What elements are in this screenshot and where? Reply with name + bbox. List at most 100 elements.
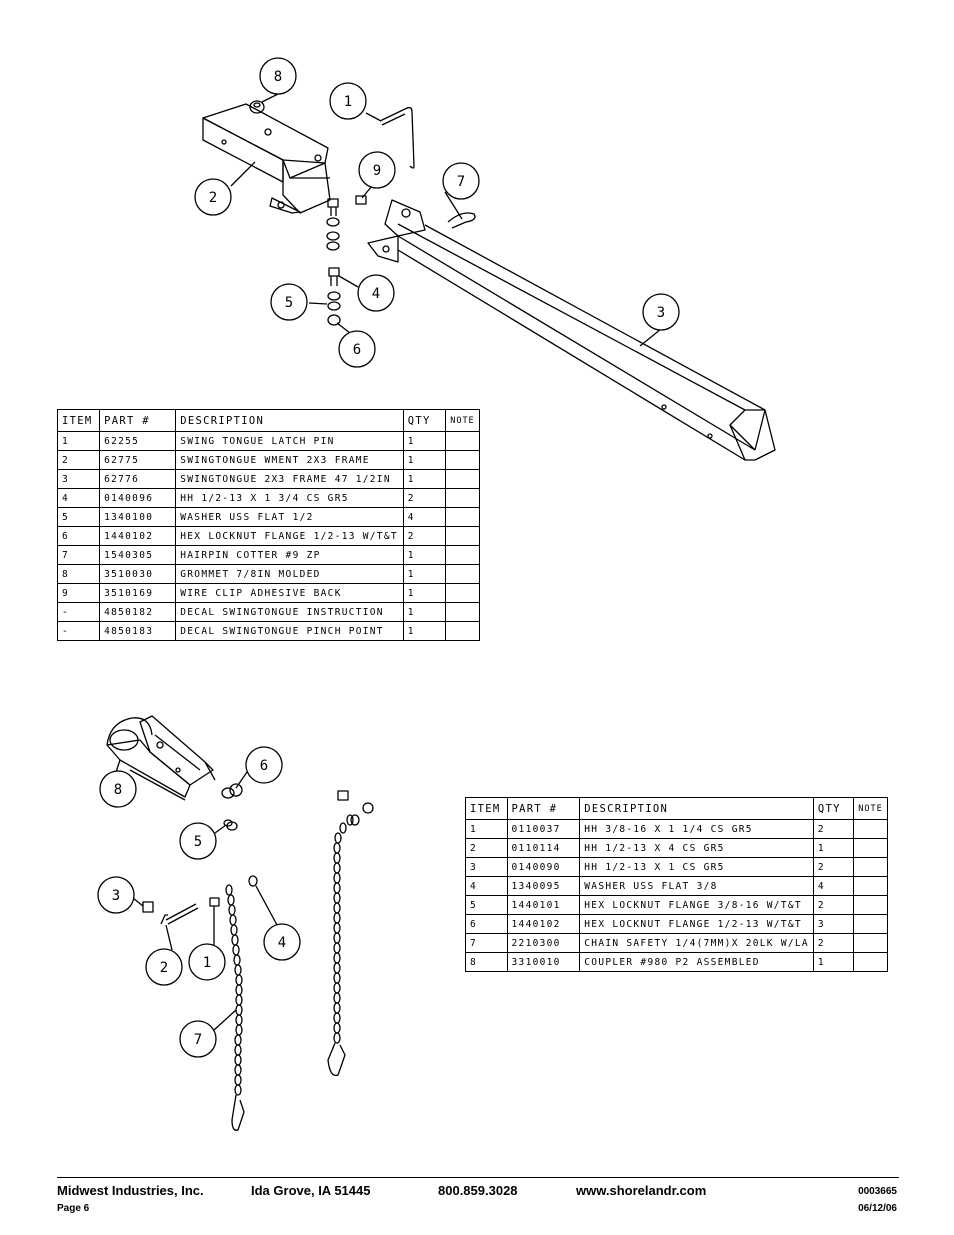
callout-9: 9 [373,163,381,179]
swing-tongue-tube [367,199,776,461]
swing-tongue-frame-weldment [202,103,331,214]
callout-2-lower: 2 [160,960,168,976]
callout-5: 5 [285,295,293,311]
cell-item: 6 [465,914,508,934]
cell-note [444,469,481,489]
cell-note [853,952,888,972]
header-description: DESCRIPTION [579,797,814,820]
cell-item: - [56,602,101,622]
callout-6-lower: 6 [260,758,268,774]
cell-part-number: 62255 [99,431,177,451]
footer-company: Midwest Industries, Inc. [57,1183,204,1198]
cell-description: HEX LOCKNUT FLANGE 1/2-13 W/T&T [175,526,404,546]
cell-part-number: 1440102 [506,914,581,934]
cell-item: 9 [56,583,101,603]
cell-note [444,602,481,622]
cell-part-number: 1440102 [99,526,177,546]
header-part: PART # [506,797,581,820]
cell-note [444,545,481,565]
cell-part-number: 1340100 [99,507,177,527]
cell-part-number: 62776 [99,469,177,489]
cell-item: 5 [56,507,101,527]
cell-qty: 1 [812,952,855,972]
cell-description: DECAL SWINGTONGUE INSTRUCTION [175,602,404,622]
header-item: ITEM [465,797,508,820]
cell-qty: 2 [402,526,446,546]
callout-7: 7 [457,174,465,190]
safety-chain-right [327,814,360,1077]
callout-2: 2 [209,190,217,206]
cell-description: COUPLER #980 P2 ASSEMBLED [579,952,814,972]
cell-item: 4 [465,876,508,896]
cell-qty: 4 [812,876,855,896]
cell-part-number: 1540305 [99,545,177,565]
cell-description: SWING TONGUE LATCH PIN [175,431,404,451]
footer-rule [57,1177,899,1178]
header-note: NOTE [853,797,888,820]
callout-8: 8 [274,69,282,85]
cell-item: 1 [56,431,101,451]
footer-phone: 800.859.3028 [438,1183,518,1198]
cell-item: 7 [56,545,101,565]
cell-qty: 1 [402,564,446,584]
cell-item: 3 [56,469,101,489]
cell-note [444,431,481,451]
cell-part-number: 0110037 [506,819,581,839]
cell-note [444,507,481,527]
header-item: ITEM [56,409,101,432]
cell-note [444,583,481,603]
table-header-row: ITEM PART # DESCRIPTION QTY NOTE [56,409,481,432]
cell-part-number: 0110114 [506,838,581,858]
cell-note [853,895,888,915]
cell-description: WASHER USS FLAT 3/8 [579,876,814,896]
cell-description: GROMMET 7/8IN MOLDED [175,564,404,584]
cell-qty: 4 [402,507,446,527]
cell-qty: 1 [402,450,446,470]
callout-3-lower: 3 [112,888,120,904]
header-description: DESCRIPTION [175,409,404,432]
cell-description: DECAL SWINGTONGUE PINCH POINT [175,621,404,641]
cell-item: 4 [56,488,101,508]
cell-item: 8 [465,952,508,972]
cell-item: 7 [465,933,508,953]
cell-item: - [56,621,101,641]
cell-note [853,914,888,934]
cell-item: 8 [56,564,101,584]
cell-item: 6 [56,526,101,546]
callout-4: 4 [372,286,380,302]
cell-description: HH 1/2-13 X 1 CS GR5 [579,857,814,877]
cell-item: 2 [465,838,508,858]
cell-item: 3 [465,857,508,877]
header-note: NOTE [444,409,481,432]
cell-note [853,838,888,858]
callout-8-lower: 8 [114,782,122,798]
footer-date: 06/12/06 [858,1203,897,1214]
cell-item: 5 [465,895,508,915]
cell-description: HEX LOCKNUT FLANGE 1/2-13 W/T&T [579,914,814,934]
cell-description: WIRE CLIP ADHESIVE BACK [175,583,404,603]
cell-qty: 2 [812,857,855,877]
cell-qty: 1 [402,621,446,641]
cell-qty: 1 [402,583,446,603]
safety-chain-left [225,884,245,1131]
callout-7-lower: 7 [194,1032,202,1048]
footer-page: Page 6 [57,1203,90,1214]
cell-part-number: 3510030 [99,564,177,584]
